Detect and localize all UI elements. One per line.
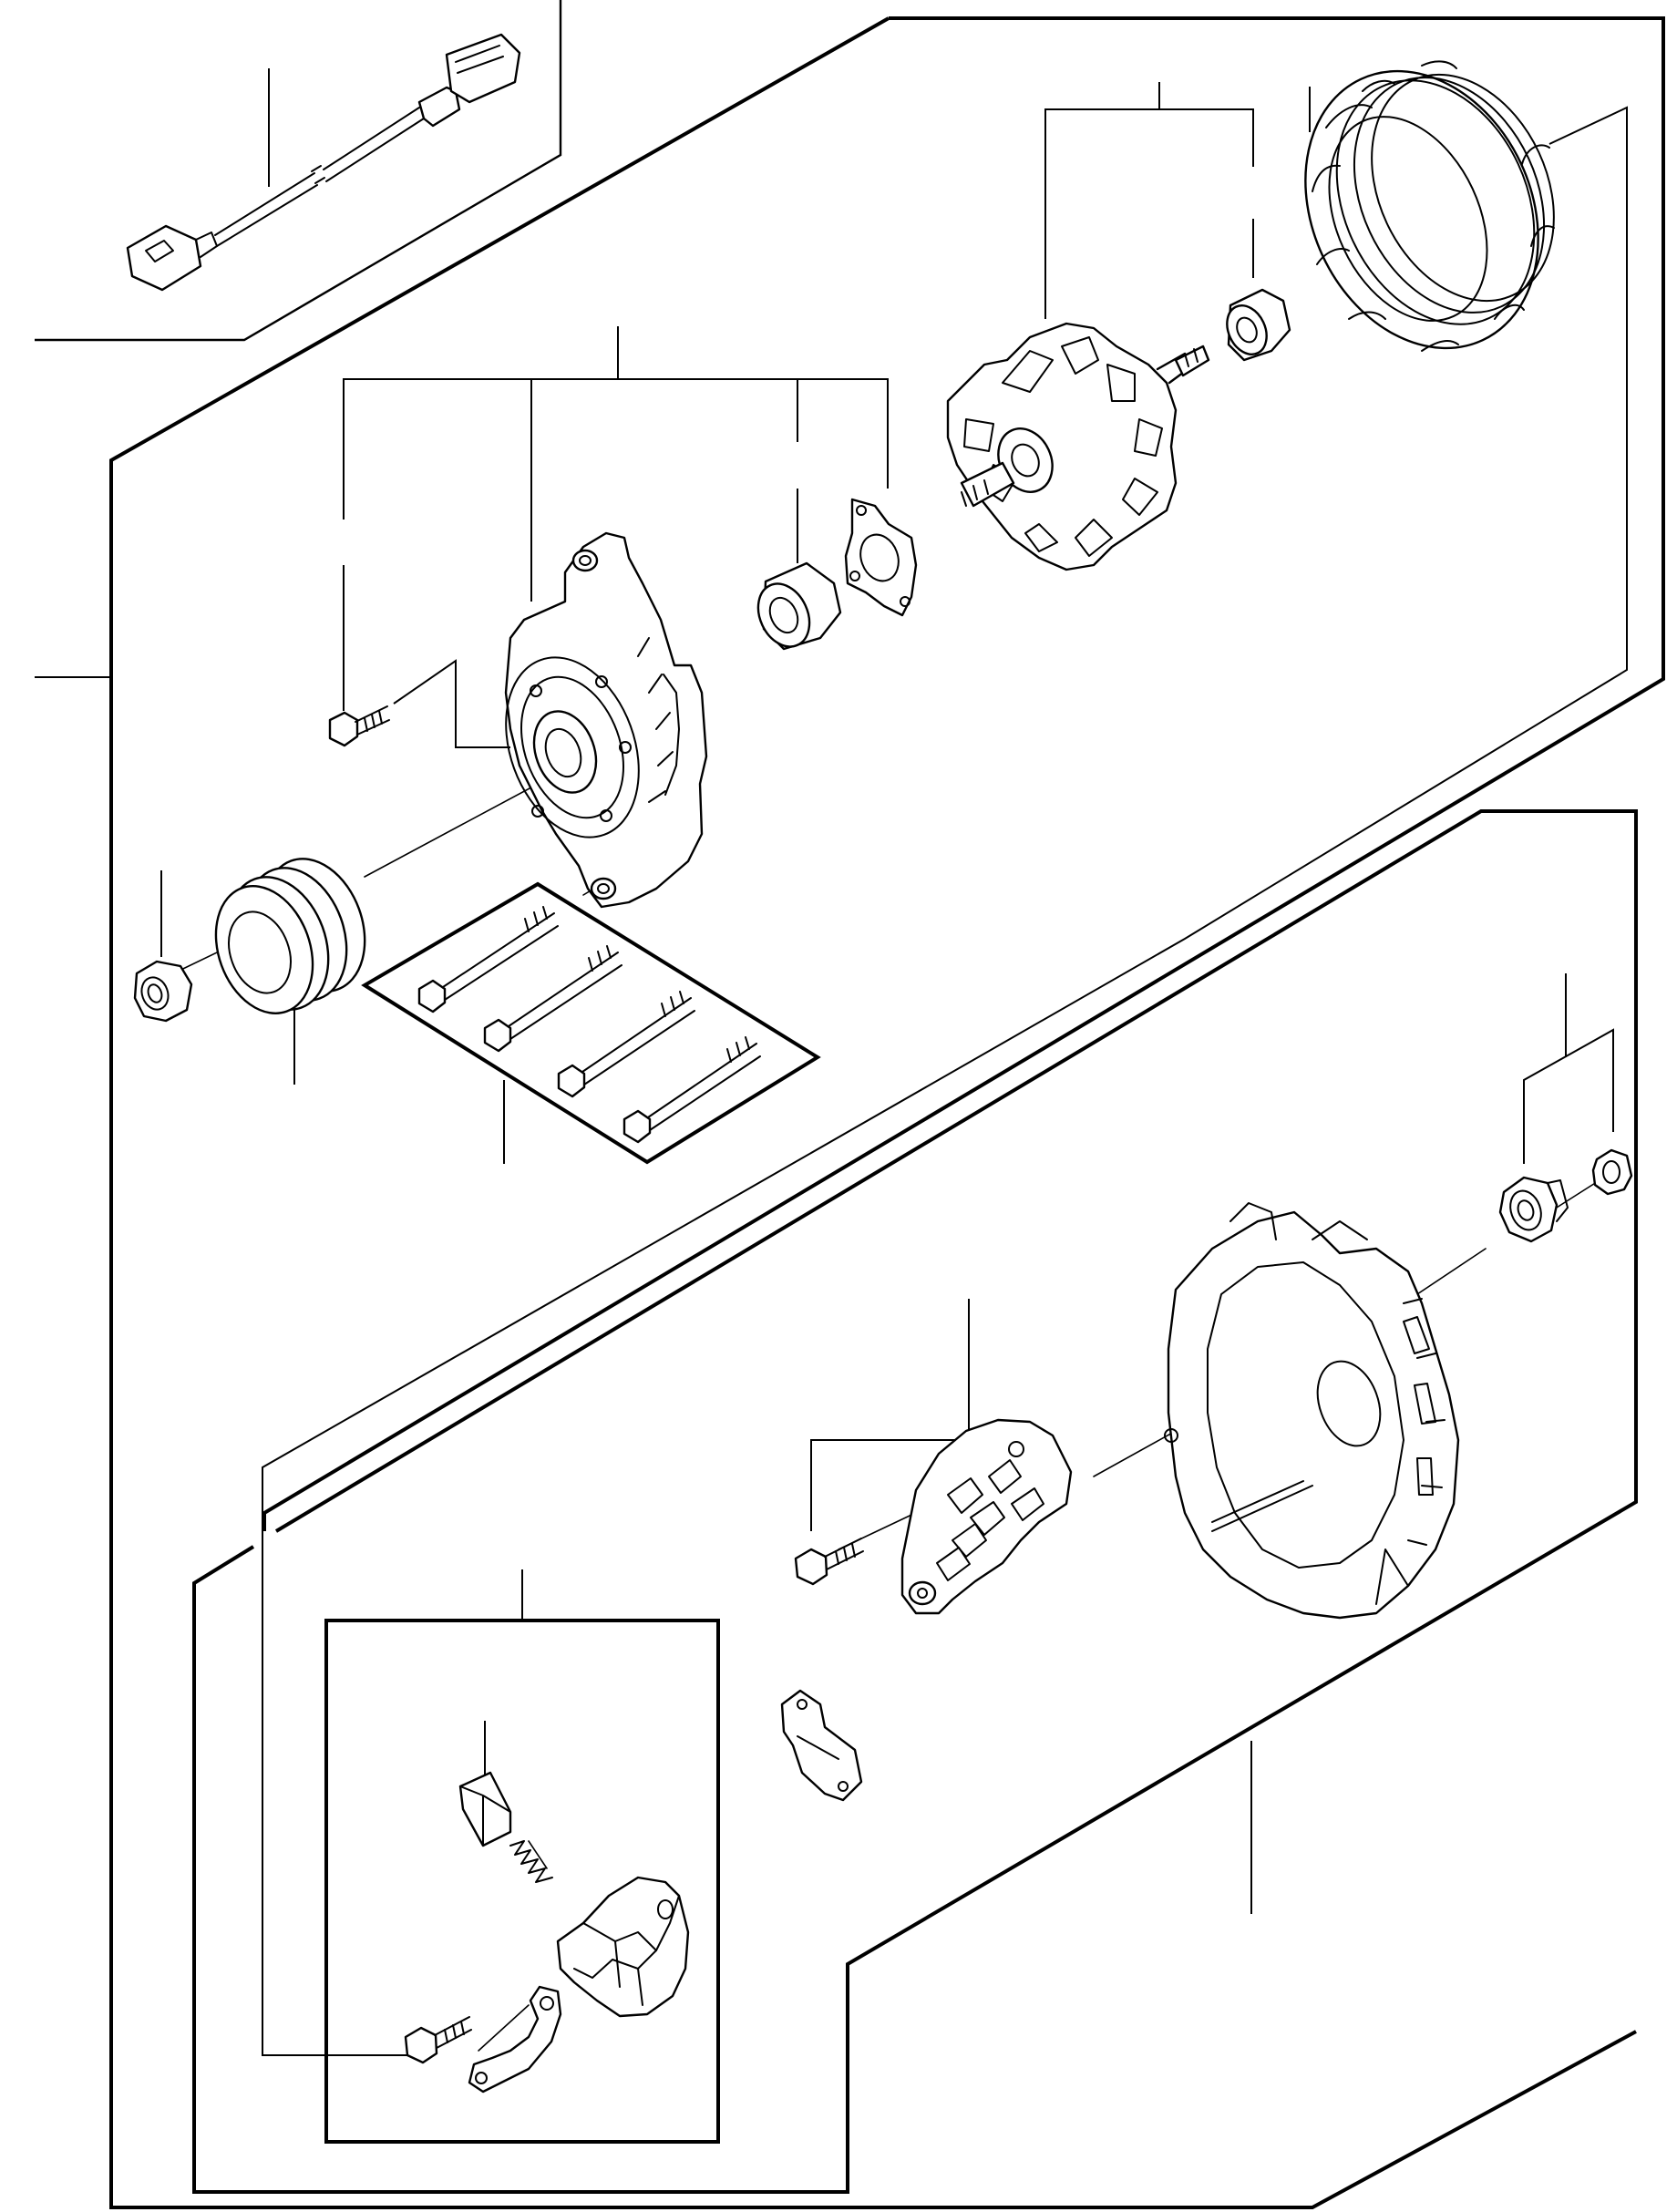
stator bbox=[1304, 60, 1555, 352]
drive-end-housing bbox=[504, 531, 708, 909]
brush-spring bbox=[509, 1840, 553, 1883]
through-bolt-set bbox=[417, 906, 761, 1144]
rectifier-screw bbox=[794, 1538, 864, 1586]
retainer-screw bbox=[328, 705, 390, 747]
rectifier bbox=[900, 1418, 1073, 1615]
terminal-insulator bbox=[1498, 1176, 1569, 1243]
wiring-harness bbox=[126, 33, 521, 292]
bearing-retainer-plate bbox=[844, 498, 918, 617]
rear-housing bbox=[1164, 1202, 1460, 1620]
leader-lines bbox=[160, 68, 1628, 2056]
rear-bearing bbox=[1226, 288, 1291, 362]
regulator-cover bbox=[780, 1689, 863, 1802]
brush bbox=[458, 1771, 512, 1847]
brush-holder-screw bbox=[404, 2016, 472, 2064]
frame-lines bbox=[35, 0, 1665, 2209]
brush-holder-assembly bbox=[556, 1876, 690, 2018]
front-bearing bbox=[756, 561, 842, 651]
brush-holder-plate bbox=[468, 1985, 562, 2094]
rotor-assembly bbox=[946, 322, 1210, 571]
pulley-nut bbox=[133, 960, 193, 1023]
terminal-nut bbox=[1591, 1148, 1633, 1196]
pulley bbox=[214, 858, 366, 1014]
